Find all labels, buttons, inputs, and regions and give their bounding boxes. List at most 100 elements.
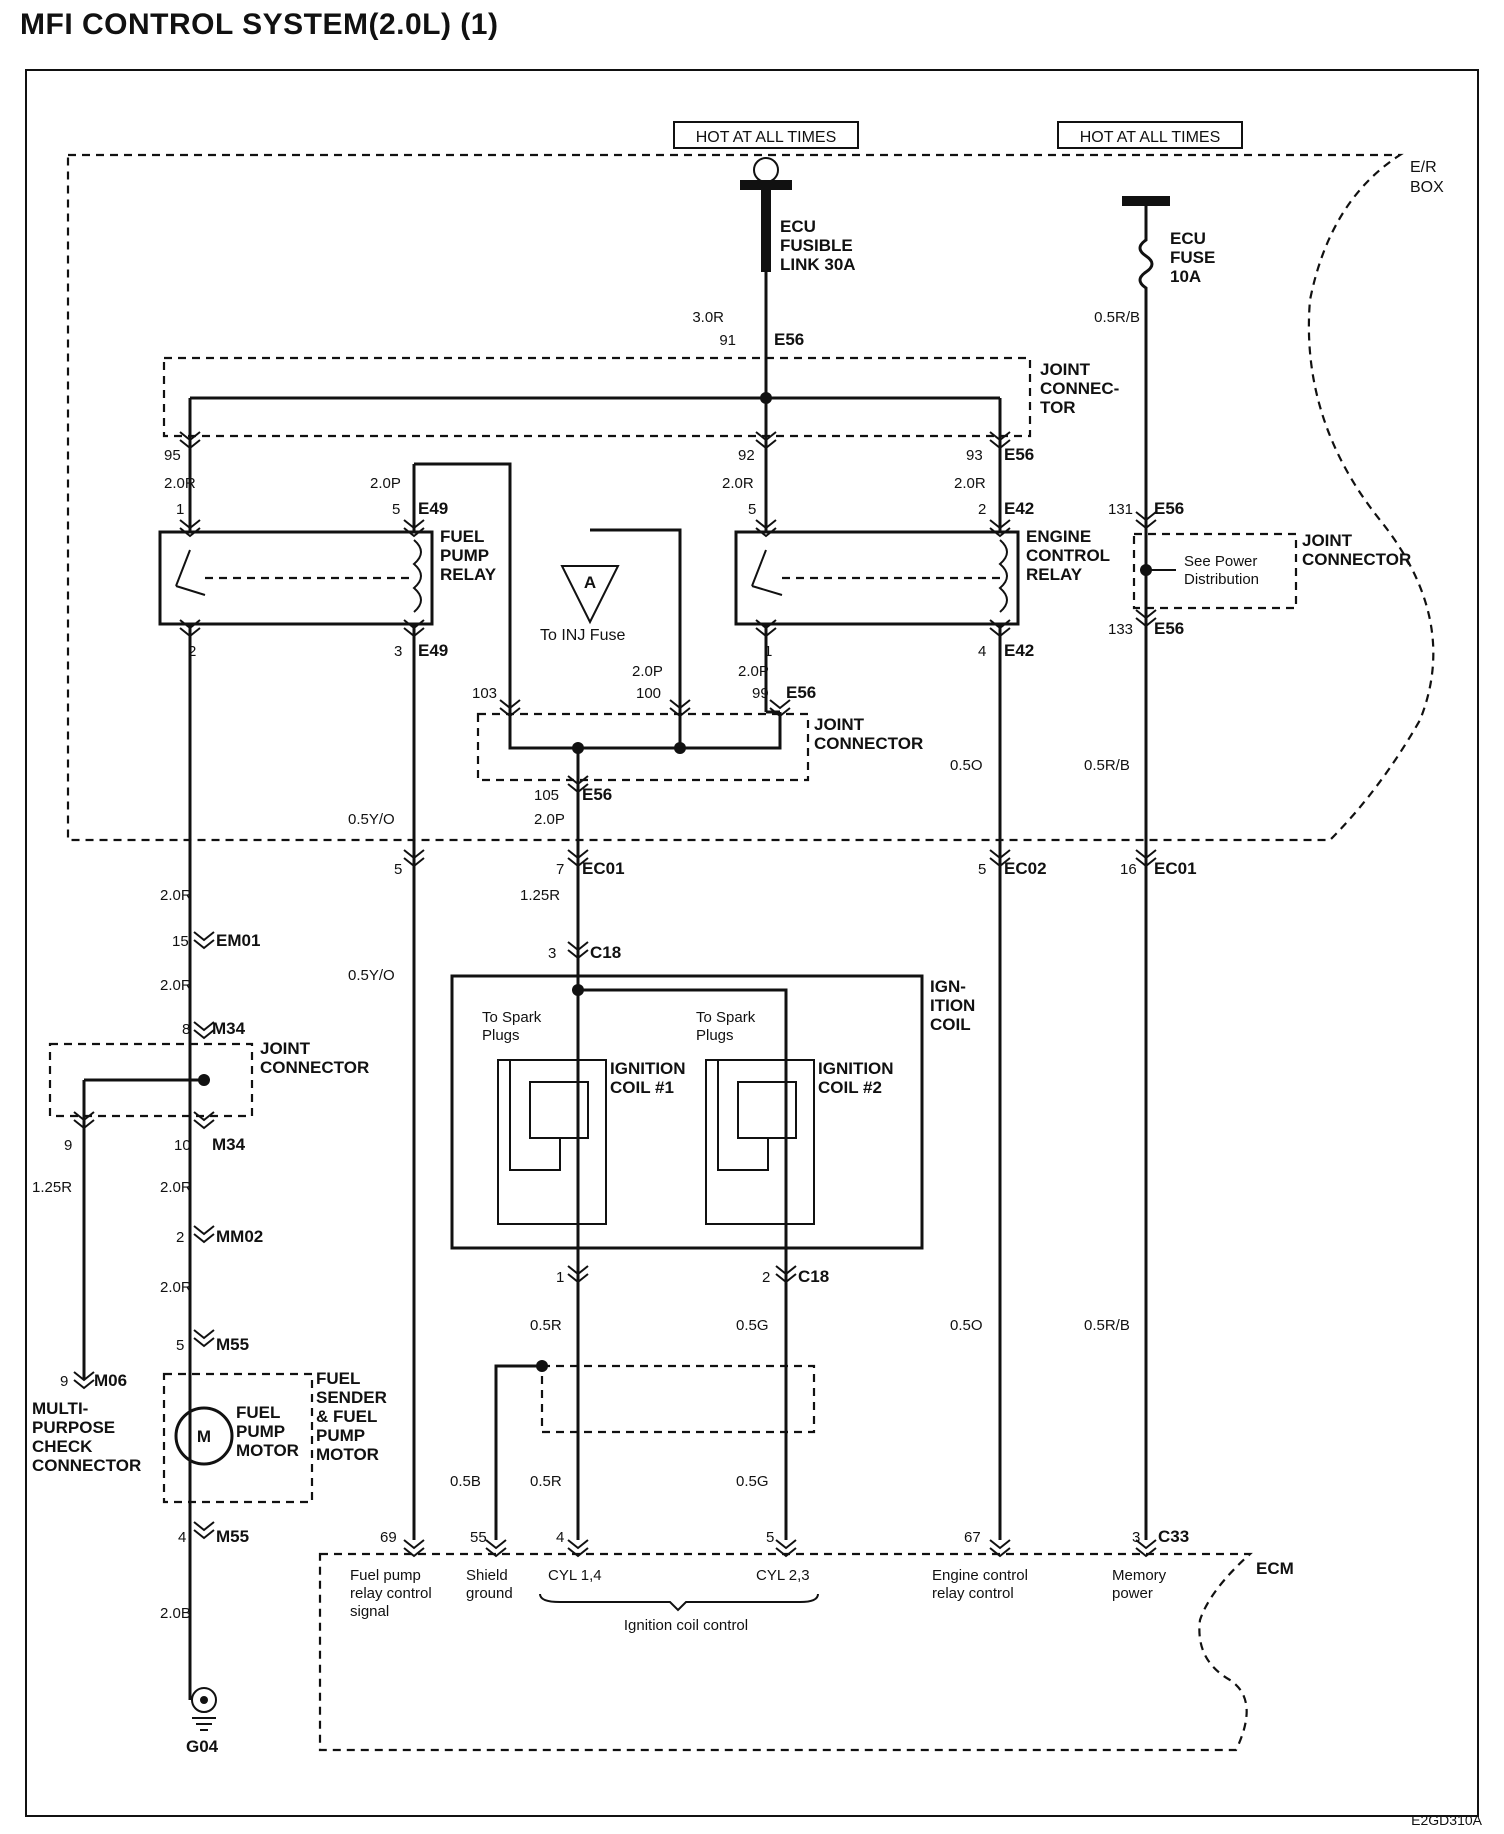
wire-label-w56: 8 (182, 1021, 190, 1038)
spark-1-line-2: Plugs (482, 1027, 520, 1044)
joint-connector-mid (476, 712, 810, 782)
connector-chevron (989, 1539, 1011, 1558)
fusible-link-label-2: FUSIBLE (780, 236, 853, 255)
wire-label-w17: 2 (978, 501, 986, 518)
ign-label-1: IGN- (930, 977, 966, 996)
wire-label-w68: 2.0R (160, 1279, 192, 1296)
sender-label-4: PUMP (316, 1426, 365, 1445)
wire-label-w80: 4 (178, 1529, 186, 1546)
coil-1-label-2: COIL #1 (610, 1078, 674, 1097)
fuel-pump-relay (158, 530, 434, 626)
wire-label-w39: 0.5R/B (1084, 757, 1130, 774)
wire-label-w50: 15 (172, 933, 189, 950)
ec-relay-label-3: RELAY (1026, 565, 1083, 584)
ecm-pin-shield-2: ground (466, 1585, 513, 1602)
ecu-fuse-label-2: FUSE (1170, 248, 1215, 267)
joint-left-label-1: JOINT (260, 1039, 311, 1058)
ec-relay-label-1: ENGINE (1026, 527, 1091, 546)
connector-chevron (73, 1111, 95, 1130)
wire-label-w74: M55 (216, 1335, 249, 1354)
ignition-group-label: Ignition coil control (624, 1617, 748, 1634)
connector-chevron (989, 849, 1011, 868)
connector-chevron (73, 1371, 95, 1390)
wire-label-w22: 3 (394, 643, 402, 660)
joint-connector-left (48, 1042, 254, 1118)
ignition-coil-block (450, 974, 924, 1250)
wire-label-w45: EC02 (1004, 859, 1047, 878)
joint-top-label-2: CONNEC- (1040, 379, 1119, 398)
ecm-pin-shield-1: Shield (466, 1567, 508, 1584)
wire-label-w78: 0.5R (530, 1473, 562, 1490)
wire-label-w44: 5 (978, 861, 986, 878)
ecm-pin-ec-2: relay control (932, 1585, 1014, 1602)
inj-letter: A (584, 573, 596, 592)
wire-label-w66: 2 (762, 1269, 770, 1286)
motor-label-3: MOTOR (236, 1441, 299, 1460)
joint-right-label-2: CONNECTOR (1302, 550, 1411, 569)
joint-mid-label-1: JOINT (814, 715, 865, 734)
wire-label-w59: 10 (174, 1137, 191, 1154)
connector-chevron (567, 775, 589, 794)
wire-label-w49: 1.25R (520, 887, 560, 904)
wire-label-w73: 5 (176, 1337, 184, 1354)
fusible-link-label-1: ECU (780, 217, 816, 236)
ground-label: G04 (186, 1737, 219, 1756)
relay-coil-fp (412, 539, 422, 613)
wire-label-w51: EM01 (216, 931, 260, 950)
junction-dot (674, 742, 686, 754)
wire-label-w71: 0.5O (950, 1317, 983, 1334)
joint-connector-top-bus (188, 396, 1002, 440)
connector-chevron (403, 519, 425, 538)
wire-label-w76: M06 (94, 1371, 127, 1390)
fuel-pump-motor (174, 1406, 234, 1466)
spark-2-line-2: Plugs (696, 1027, 734, 1044)
wire-left-branch (82, 1078, 204, 1380)
wire-label-w70: 0.5G (736, 1317, 769, 1334)
connector-chevron (403, 619, 425, 638)
fusible-link-label-3: LINK 30A (780, 255, 856, 274)
connector-chevron (669, 699, 691, 718)
wire-label-w52: 3 (548, 945, 556, 962)
connector-chevron (193, 1225, 215, 1244)
ecm-pin-fp-2: relay control (350, 1585, 432, 1602)
coil-1-wire (509, 1060, 561, 1171)
wire-label-w83: 55 (470, 1529, 487, 1546)
coil-2-label-2: COIL #2 (818, 1078, 882, 1097)
wire-label-w58: 9 (64, 1137, 72, 1154)
ecm-pin-fp-1: Fuel pump (350, 1567, 421, 1584)
connector-chevron (775, 1539, 797, 1558)
connector-chevron (193, 931, 215, 950)
connector-chevron (755, 619, 777, 638)
wire-ign-feed (578, 988, 788, 1540)
connector-chevron (567, 1539, 589, 1558)
wire-label-w63: 2 (176, 1229, 184, 1246)
wire-label-w29: 2.0P (632, 663, 663, 680)
wire-2-0p-fuel (414, 462, 512, 740)
wire-label-w6: 2.0R (164, 475, 196, 492)
relay-switch-fp (175, 549, 206, 596)
connector-chevron (989, 431, 1011, 450)
outer-frame (25, 69, 1479, 1817)
ecm-pin-cyl14: CYL 1,4 (548, 1567, 602, 1584)
diagram-code: E2GD310A (1411, 1812, 1482, 1828)
wire-label-w77: 0.5B (450, 1473, 481, 1490)
wire-label-w87: 3 (1132, 1529, 1140, 1546)
wire-label-w40: 0.5Y/O (348, 811, 395, 828)
connector-chevron (567, 1265, 589, 1284)
hot-label-2: HOT AT ALL TIMES (1080, 129, 1221, 146)
sender-label-5: MOTOR (316, 1445, 379, 1464)
wire-label-w43: EC01 (582, 859, 625, 878)
relay-switch-ec (751, 549, 783, 596)
check-conn-4: CONNECTOR (32, 1456, 141, 1475)
wire-label-w2: 91 (719, 332, 736, 349)
ecm-label: ECM (1256, 1559, 1294, 1578)
wire-label-w82: 69 (380, 1529, 397, 1546)
joint-connector-top (162, 356, 1032, 438)
connector-chevron (1135, 1539, 1157, 1558)
wire-label-w18: E42 (1004, 499, 1034, 518)
ec-relay-label-2: CONTROL (1026, 546, 1110, 565)
er-box-label-2: BOX (1410, 179, 1444, 196)
wire-label-w41: 5 (394, 861, 402, 878)
wire-label-w16: 2.0R (954, 475, 986, 492)
